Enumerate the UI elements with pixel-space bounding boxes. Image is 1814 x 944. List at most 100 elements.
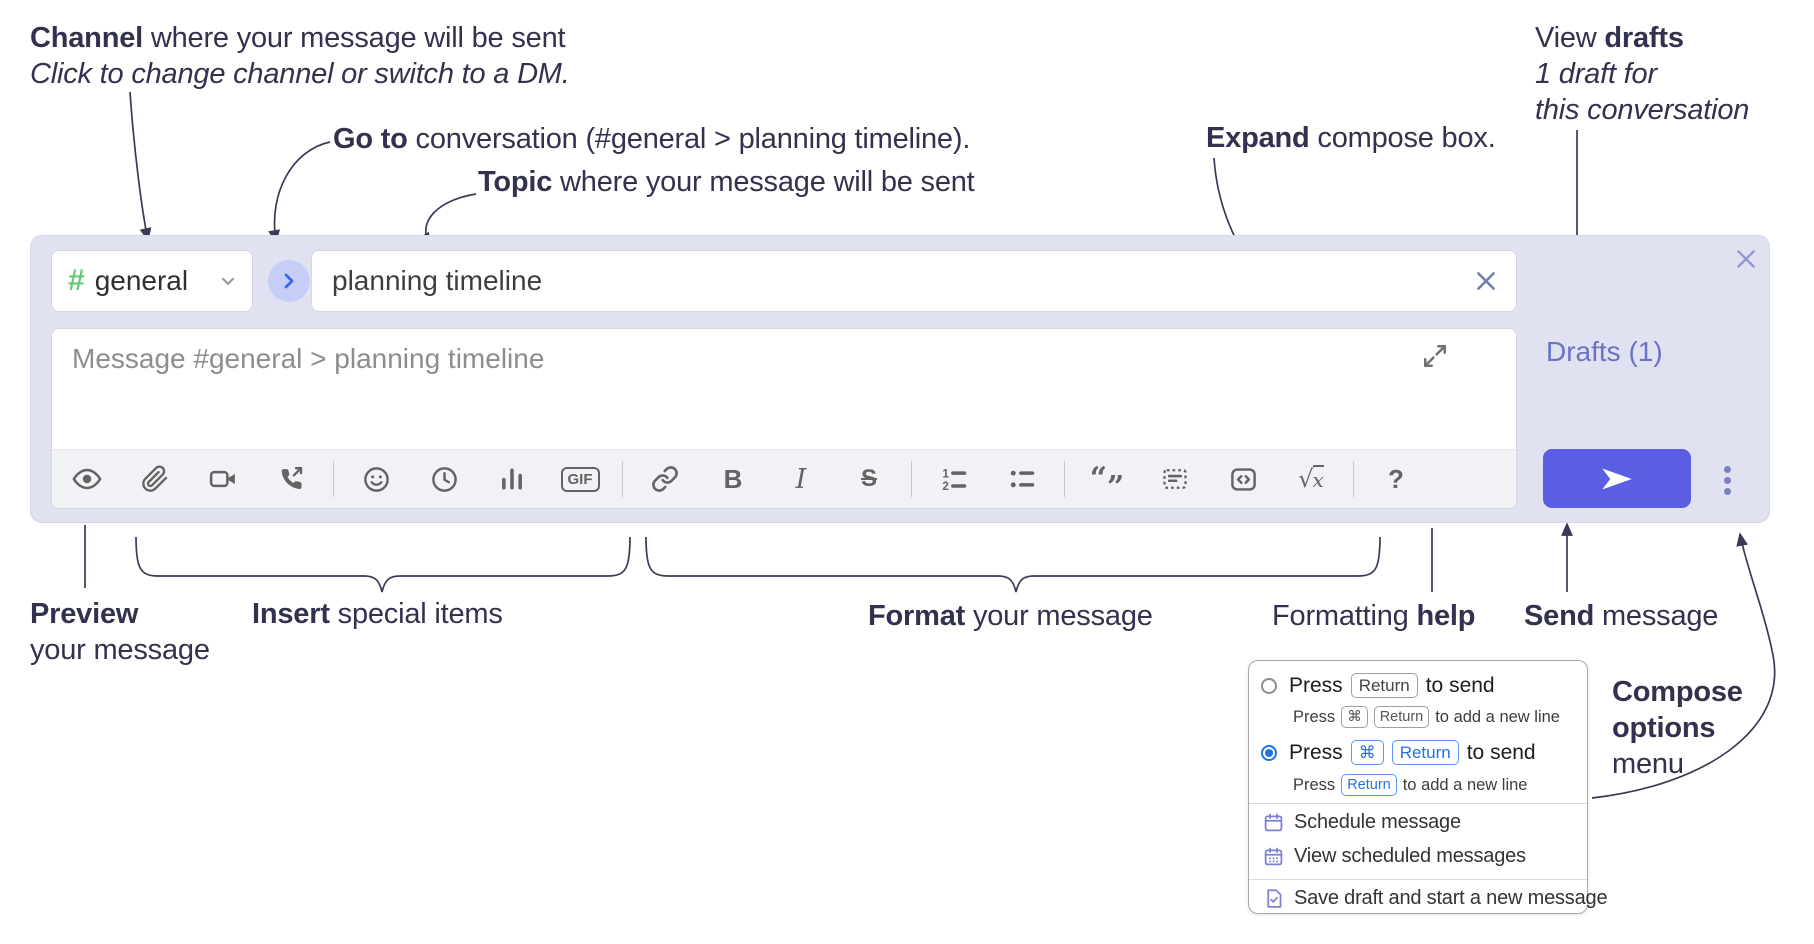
add-gif-button[interactable]: GIF (560, 460, 600, 498)
goto-annotation-bold: Go to (333, 123, 408, 155)
format-brace (645, 536, 1381, 593)
video-camera-icon (209, 470, 235, 488)
quote-button[interactable]: “” (1088, 460, 1126, 503)
compose-box: # general (30, 235, 1770, 523)
insert-annotation-bold: Insert (252, 598, 330, 630)
send-annotation-bold: Send (1524, 600, 1595, 632)
format-annotation: Format your message (868, 598, 1153, 634)
add-global-time-button[interactable] (425, 460, 463, 498)
svg-text:1: 1 (942, 467, 949, 480)
italic-icon: I (795, 463, 807, 495)
spoiler-icon (1163, 469, 1187, 489)
radio-unselected-icon[interactable] (1261, 677, 1277, 694)
compose-close-button[interactable] (1731, 244, 1761, 274)
goto-annotation: Go to conversation (#general > planning … (333, 121, 970, 157)
popup-divider (1249, 879, 1587, 880)
draft-save-icon (1267, 889, 1282, 908)
send-shortcut-option-1[interactable]: Press Return to send (1261, 673, 1495, 698)
numbered-list-button[interactable]: 1 2 (935, 460, 973, 498)
channel-selector[interactable]: # general (51, 250, 253, 312)
gif-icon: GIF (560, 466, 600, 492)
start-voice-call-button[interactable] (272, 460, 310, 498)
chevron-right-icon (284, 273, 294, 289)
radio-selected-icon[interactable] (1261, 744, 1277, 761)
return-key: Return (1391, 740, 1459, 765)
bold-button[interactable]: B (714, 460, 752, 498)
schedule-message-item[interactable]: Schedule message (1263, 811, 1461, 834)
hash-icon: # (68, 264, 85, 297)
toolbar-divider (333, 461, 334, 497)
toolbar-divider (1064, 461, 1065, 497)
view-scheduled-messages-item[interactable]: View scheduled messages (1263, 845, 1526, 868)
option1-post: to send (1425, 673, 1495, 697)
save-draft-item[interactable]: Save draft and start a new message (1263, 887, 1608, 910)
smiley-icon (363, 466, 389, 492)
message-panel: GIF B I S (51, 328, 1517, 509)
format-annotation-bold: Format (868, 600, 966, 632)
attach-file-button[interactable] (136, 460, 174, 498)
insert-brace (135, 536, 631, 593)
quote-open: “ (1089, 461, 1107, 496)
topic-clear-button[interactable] (1471, 266, 1501, 296)
start-video-call-button[interactable] (204, 460, 242, 498)
formatting-help-bold: help (1416, 600, 1476, 632)
send-shortcut-option-2-sub: Press Return to add a new line (1293, 774, 1527, 796)
emoji-button[interactable] (357, 460, 395, 498)
channel-arrow (129, 91, 152, 242)
compose-options-bold1: Compose (1612, 676, 1743, 708)
view-drafts-line2: 1 draft for (1535, 58, 1657, 90)
toolbar-divider (1353, 461, 1354, 497)
numbered-list-icon: 1 2 (942, 467, 967, 493)
bulleted-list-button[interactable] (1003, 460, 1041, 498)
expand-compose-button[interactable] (1420, 341, 1450, 371)
close-icon (1477, 272, 1495, 290)
quote-icon: “” (1090, 464, 1125, 503)
channel-name: general (94, 265, 189, 296)
phone-call-icon (281, 466, 303, 490)
italic-button[interactable]: I (782, 460, 820, 498)
formatting-help-button[interactable]: ? (1377, 460, 1415, 498)
option2-sub-pre: Press (1293, 775, 1336, 794)
quote-close: ” (1107, 470, 1125, 505)
cmd-key: ⌘ (1350, 740, 1384, 765)
goto-arrow (268, 141, 331, 244)
goto-conversation-button[interactable] (268, 260, 310, 302)
calendar-dots-icon (1264, 847, 1283, 866)
paperclip-icon (142, 465, 168, 492)
expand-annotation-bold: Expand (1206, 122, 1310, 154)
math-icon: √x (1298, 465, 1324, 493)
preview-annotation-bold: Preview (30, 598, 139, 630)
send-shortcut-option-2[interactable]: Press ⌘ Return to send (1261, 740, 1536, 765)
link-button[interactable] (646, 460, 684, 498)
format-annotation-rest: your message (965, 600, 1153, 632)
topic-annotation-rest: where your message will be sent (552, 166, 975, 198)
bold-icon: B (723, 463, 743, 494)
return-key: Return (1373, 706, 1430, 728)
view-scheduled-messages-label: View scheduled messages (1294, 845, 1526, 867)
topic-annotation: Topic where your message will be sent (478, 164, 975, 200)
drafts-link[interactable]: Drafts (1) (1546, 336, 1663, 367)
spoiler-button[interactable] (1156, 460, 1194, 498)
clock-icon (431, 466, 457, 492)
bar-chart-icon (502, 468, 522, 490)
send-annotation: Send message (1524, 598, 1718, 634)
option1-sub-pre: Press (1293, 707, 1336, 726)
channel-annotation-bold: Channel (30, 22, 143, 54)
topic-input[interactable] (311, 250, 1517, 312)
add-poll-button[interactable] (493, 460, 531, 498)
chevron-down-icon (221, 277, 235, 285)
close-icon (1737, 250, 1755, 268)
preview-annotation-line2: your message (30, 634, 210, 666)
insert-annotation: Insert special items (252, 596, 503, 632)
toolbar-divider (911, 461, 912, 497)
code-button[interactable] (1224, 460, 1262, 498)
strikethrough-button[interactable]: S (850, 460, 888, 498)
send-button[interactable] (1543, 449, 1691, 508)
ellipsis-dot (1723, 466, 1731, 473)
preview-button[interactable] (68, 460, 106, 498)
math-button[interactable]: √x (1292, 460, 1330, 498)
send-shortcut-option-1-sub: Press ⌘ Return to add a new line (1293, 706, 1560, 728)
preview-annotation: Preview your message (30, 596, 210, 668)
message-input[interactable] (52, 329, 1422, 448)
compose-options-button[interactable] (1717, 458, 1737, 503)
